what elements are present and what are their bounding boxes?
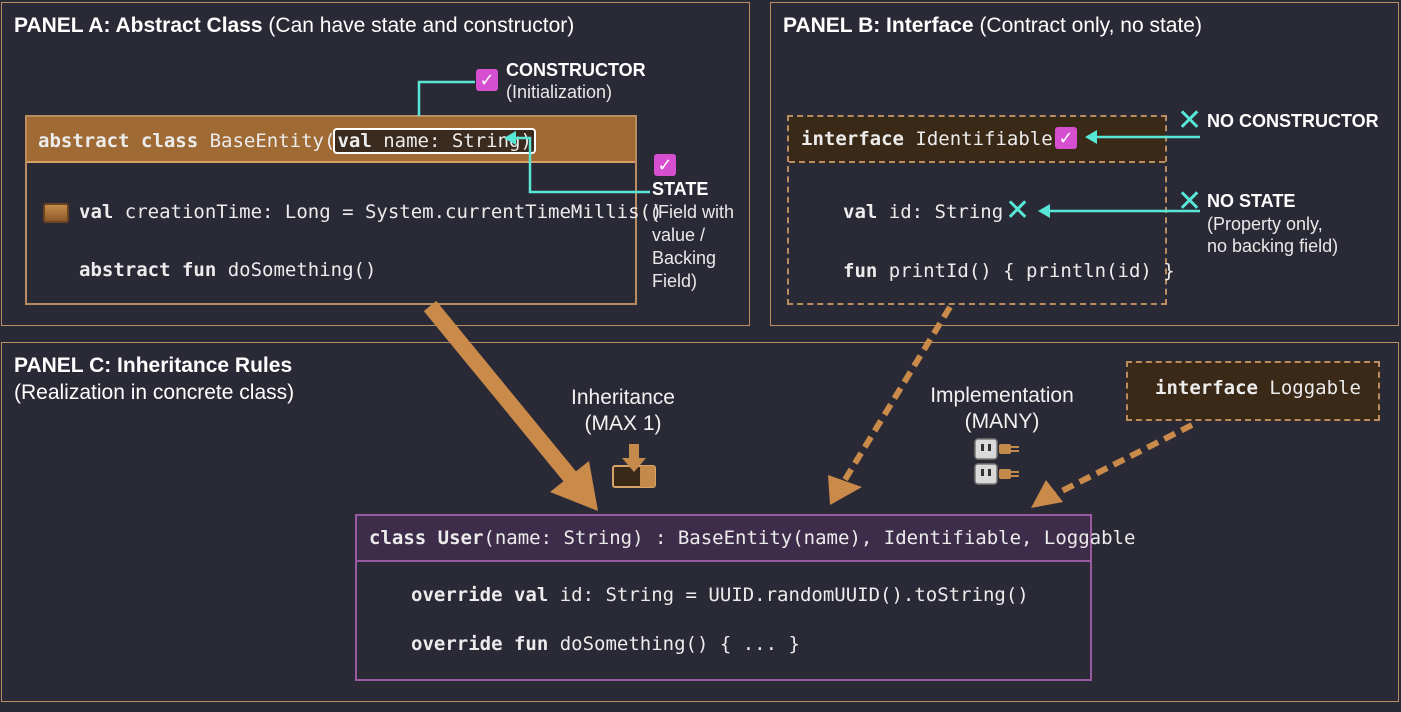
panel-c-title: PANEL C: Inheritance Rules: [14, 354, 293, 377]
id-property-line: val id: String: [843, 201, 1004, 223]
abstract-class-box: abstract class BaseEntity(val name: Stri…: [25, 115, 662, 305]
check-box-icon: ✓: [476, 69, 498, 91]
abstract-class-signature: abstract class BaseEntity(val name: Stri…: [38, 128, 536, 154]
state-note-sub-4: Field): [652, 271, 698, 291]
cross-icon: ✕: [1005, 194, 1031, 227]
state-note-sub-1: (Field with: [652, 202, 735, 222]
print-id-line: fun printId() { println(id) }: [843, 260, 1175, 282]
user-class-box: class User(name: String) : BaseEntity(na…: [355, 514, 1135, 681]
user-class-signature: class User(name: String) : BaseEntity(na…: [369, 527, 1136, 549]
chip-icon: [43, 203, 69, 223]
constructor-note-sub: (Initialization): [506, 82, 613, 102]
panel-c-subtitle: (Realization in concrete class): [14, 381, 295, 404]
abstract-class-header: abstract class BaseEntity(val name: Stri…: [27, 117, 635, 163]
implementation-label: Implementation: [930, 384, 1074, 407]
interface-identifiable-header: interface Identifiable: [789, 117, 1165, 163]
no-state-note-sub-1: (Property only,: [1207, 214, 1323, 234]
state-note: STATE: [652, 179, 709, 199]
interface-identifiable-box: interface Identifiable val id: String fu…: [787, 115, 1175, 305]
download-tray-icon: [612, 442, 656, 488]
cross-icon: ✕: [1177, 104, 1203, 137]
plug-socket-icon: [973, 437, 1029, 487]
check-box-icon: ✓: [1055, 127, 1077, 149]
panel-a-title: PANEL A: Abstract Class (Can have state …: [14, 14, 575, 37]
no-state-note-sub-2: no backing field): [1207, 236, 1339, 256]
interface-identifiable-signature: interface Identifiable: [801, 128, 1053, 150]
no-constructor-note: NO CONSTRUCTOR: [1207, 111, 1379, 131]
creation-time-line: val creationTime: Long = System.currentT…: [79, 201, 663, 223]
inheritance-sub-label: (MAX 1): [584, 412, 662, 435]
inheritance-label: Inheritance: [571, 386, 675, 409]
cross-icon: ✕: [1177, 185, 1203, 218]
override-id-line: override val id: String = UUID.randomUUI…: [411, 584, 1029, 606]
panel-b: PANEL B: Interface (Contract only, no st…: [770, 2, 1399, 326]
do-something-line: abstract fun doSomething(): [79, 259, 377, 281]
check-box-icon: ✓: [654, 154, 676, 176]
override-do-something-line: override fun doSomething() { ... }: [411, 633, 800, 655]
constructor-param-highlight: val name: String): [333, 128, 536, 154]
interface-loggable-signature: interface Loggable: [1155, 377, 1361, 399]
interface-loggable-box: interface Loggable: [1126, 361, 1380, 421]
panel-c: PANEL C: Inheritance Rules (Realization …: [1, 342, 1399, 702]
implementation-sub-label: (MANY): [964, 410, 1040, 433]
no-state-note: NO STATE: [1207, 191, 1296, 211]
panel-a: PANEL A: Abstract Class (Can have state …: [1, 2, 750, 326]
state-note-sub-3: Backing: [652, 248, 717, 268]
panel-b-title: PANEL B: Interface (Contract only, no st…: [783, 14, 1202, 37]
constructor-note: CONSTRUCTOR: [506, 60, 646, 80]
state-note-sub-2: value /: [652, 225, 706, 245]
user-class-header: class User(name: String) : BaseEntity(na…: [357, 516, 1135, 562]
